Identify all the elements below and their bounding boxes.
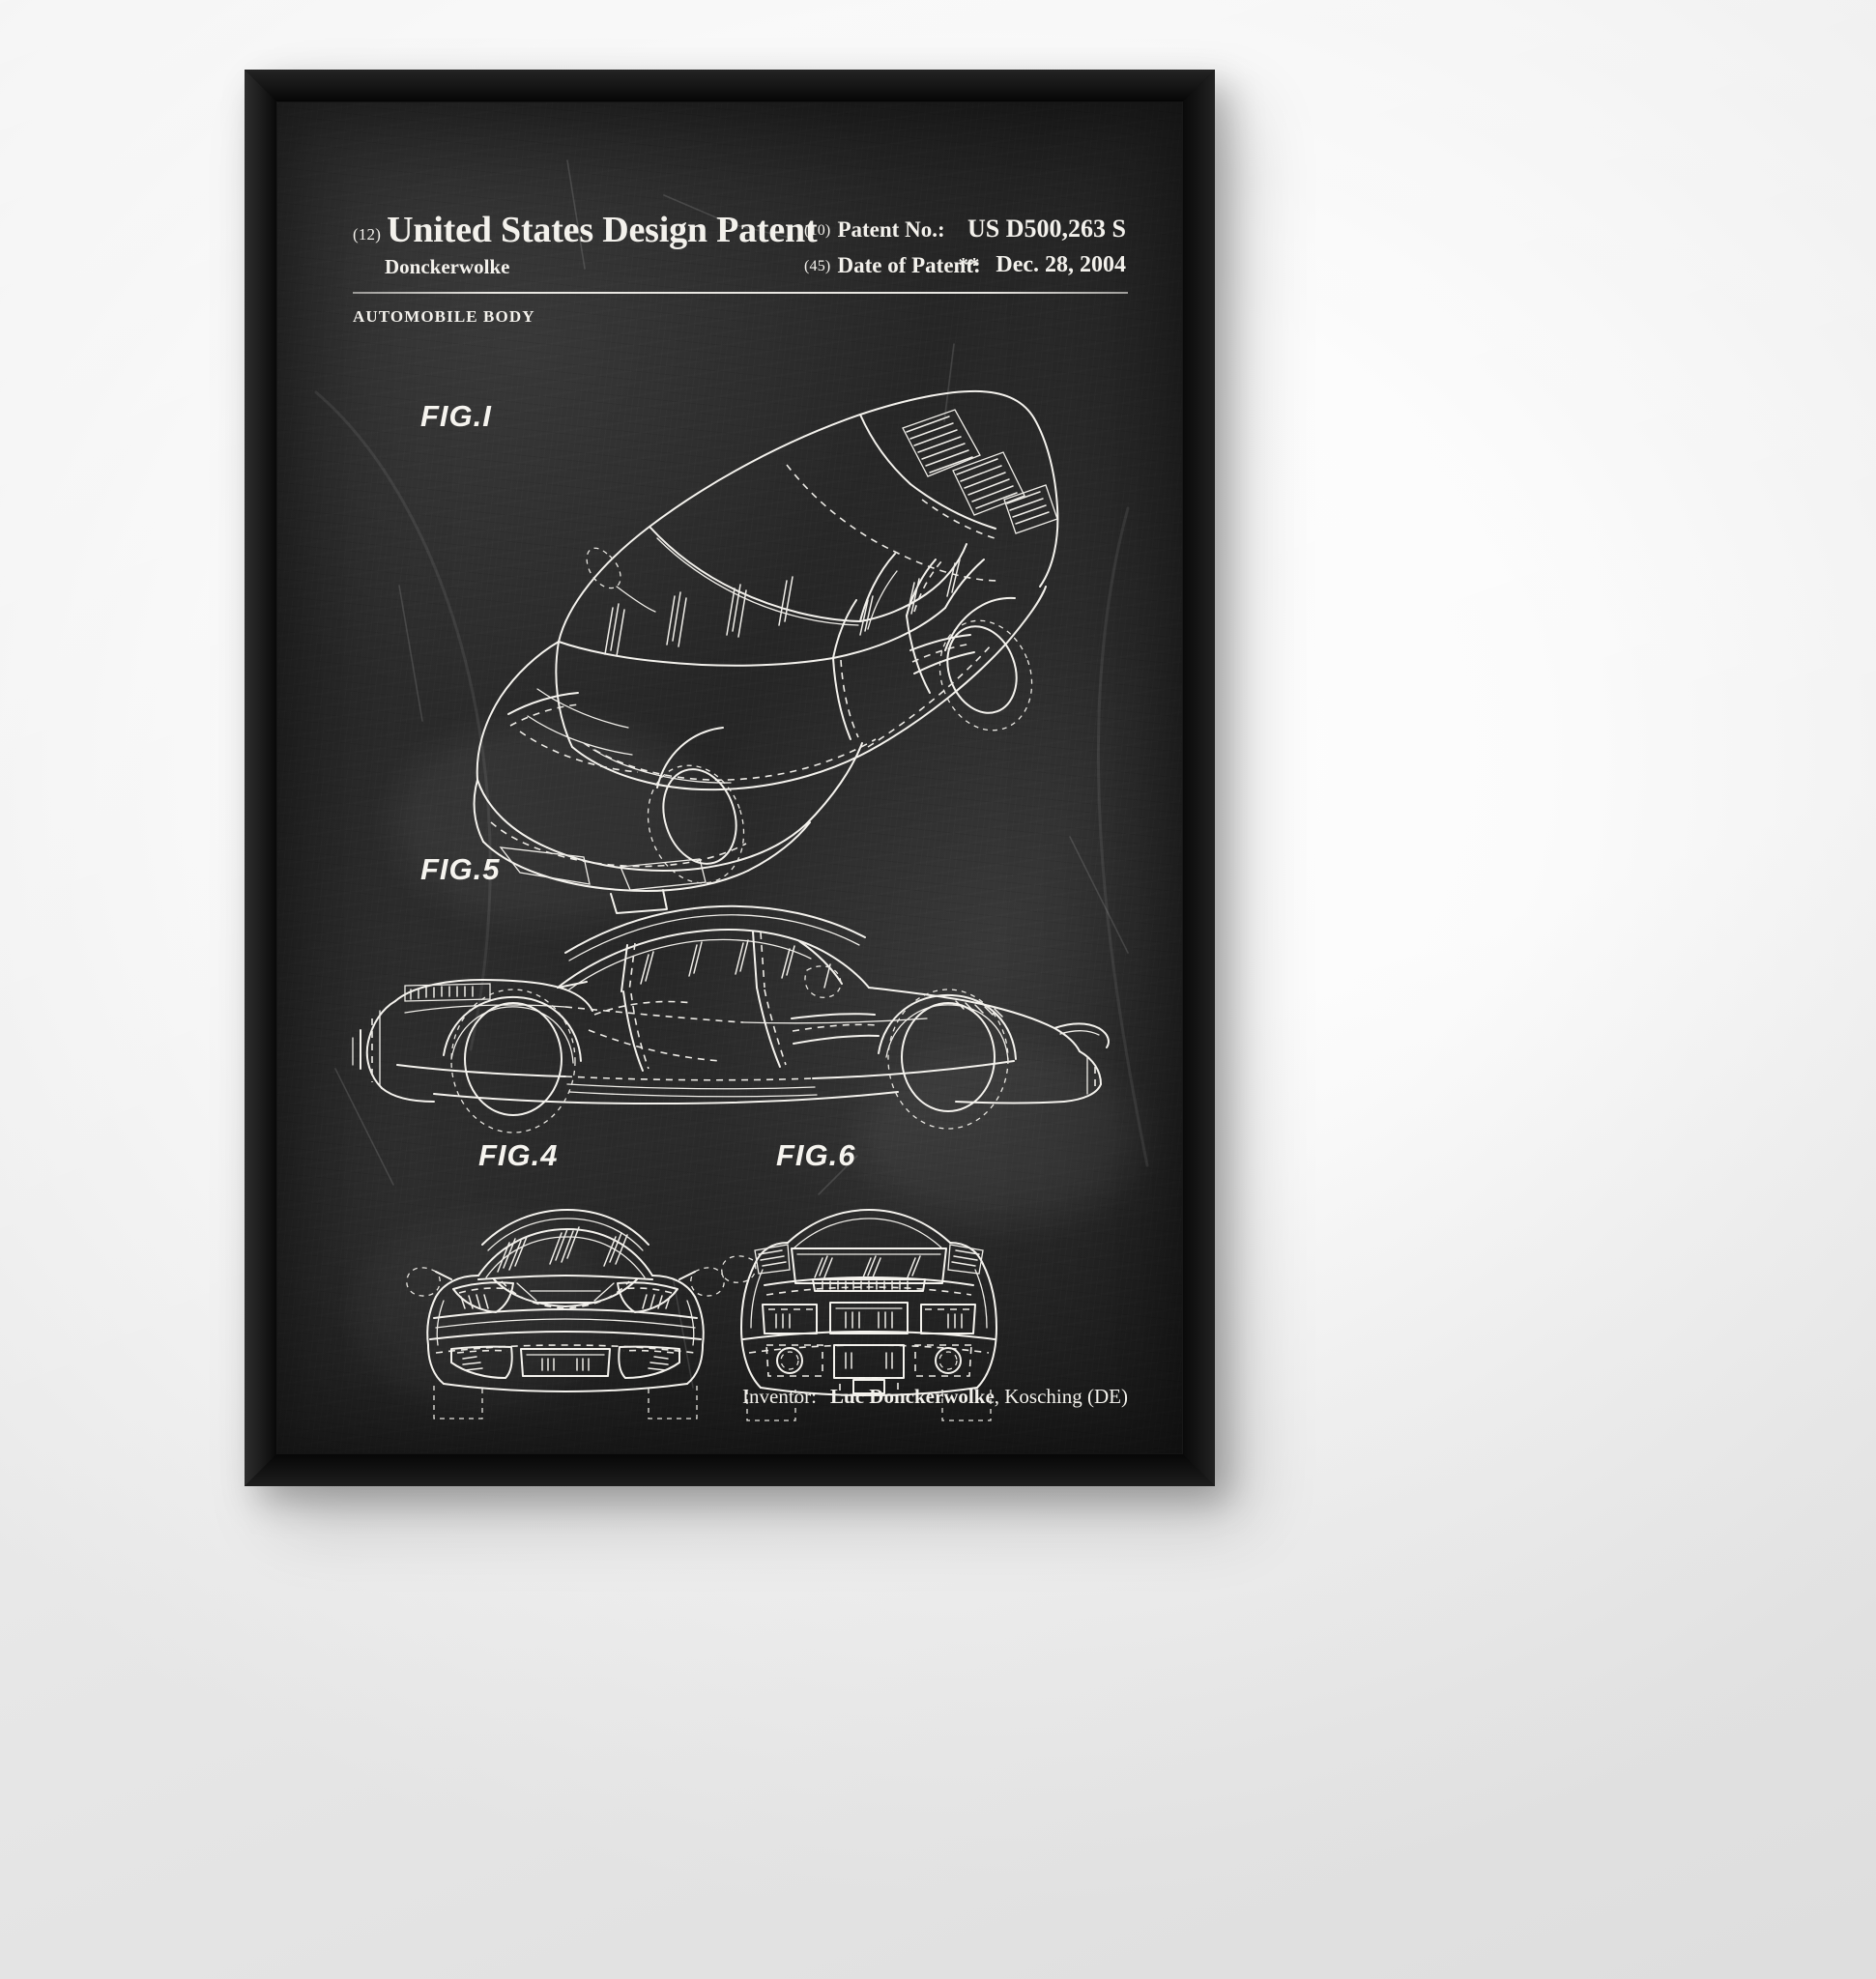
page-title: (12) United States Design Patent: [353, 209, 817, 251]
date-of-patent-label: (45)Date of Patent:: [804, 253, 981, 278]
applicant-surname: Donckerwolke: [385, 255, 510, 279]
inventor-label: Inventor:: [742, 1385, 817, 1408]
figure-drawing-fig4: [401, 1183, 730, 1424]
date-asterisks: **: [958, 253, 980, 276]
page-title-text: United States Design Patent: [387, 210, 817, 250]
header-divider-rule: [353, 292, 1128, 294]
frame-moulding-right: [1182, 70, 1215, 1486]
date-of-patent-value: ** Dec. 28, 2004: [958, 252, 1126, 278]
patent-no-code: (10): [804, 222, 830, 239]
figure-label-fig4: FIG.4: [478, 1138, 559, 1173]
picture-frame: (12) United States Design Patent Donckerw…: [245, 70, 1215, 1486]
date-value-text: Dec. 28, 2004: [996, 252, 1126, 277]
figure-label-fig6: FIG.6: [776, 1138, 856, 1173]
inventor-city: , Kosching (DE): [995, 1385, 1128, 1408]
patent-no-label-text: Patent No.:: [837, 217, 944, 242]
figure-drawing-fig1: [331, 310, 1142, 793]
frame-moulding-top: [245, 70, 1215, 102]
figure-drawing-fig5: [337, 895, 1138, 1136]
inventor-name: Luc Donckerwolke: [830, 1385, 995, 1408]
patent-no-label: (10) Patent No.:: [804, 217, 945, 243]
frame-moulding-left: [245, 70, 277, 1486]
patent-no-value: US D500,263 S: [967, 215, 1126, 244]
date-code: (45): [804, 258, 830, 274]
inventor-line: Inventor: Luc Donckerwolke, Kosching (DE): [742, 1385, 1128, 1409]
kind-code: (12): [353, 225, 381, 244]
frame-moulding-bottom: [245, 1453, 1215, 1486]
patent-poster: (12) United States Design Patent Donckerw…: [277, 102, 1182, 1453]
figure-label-fig5: FIG.5: [420, 852, 501, 887]
